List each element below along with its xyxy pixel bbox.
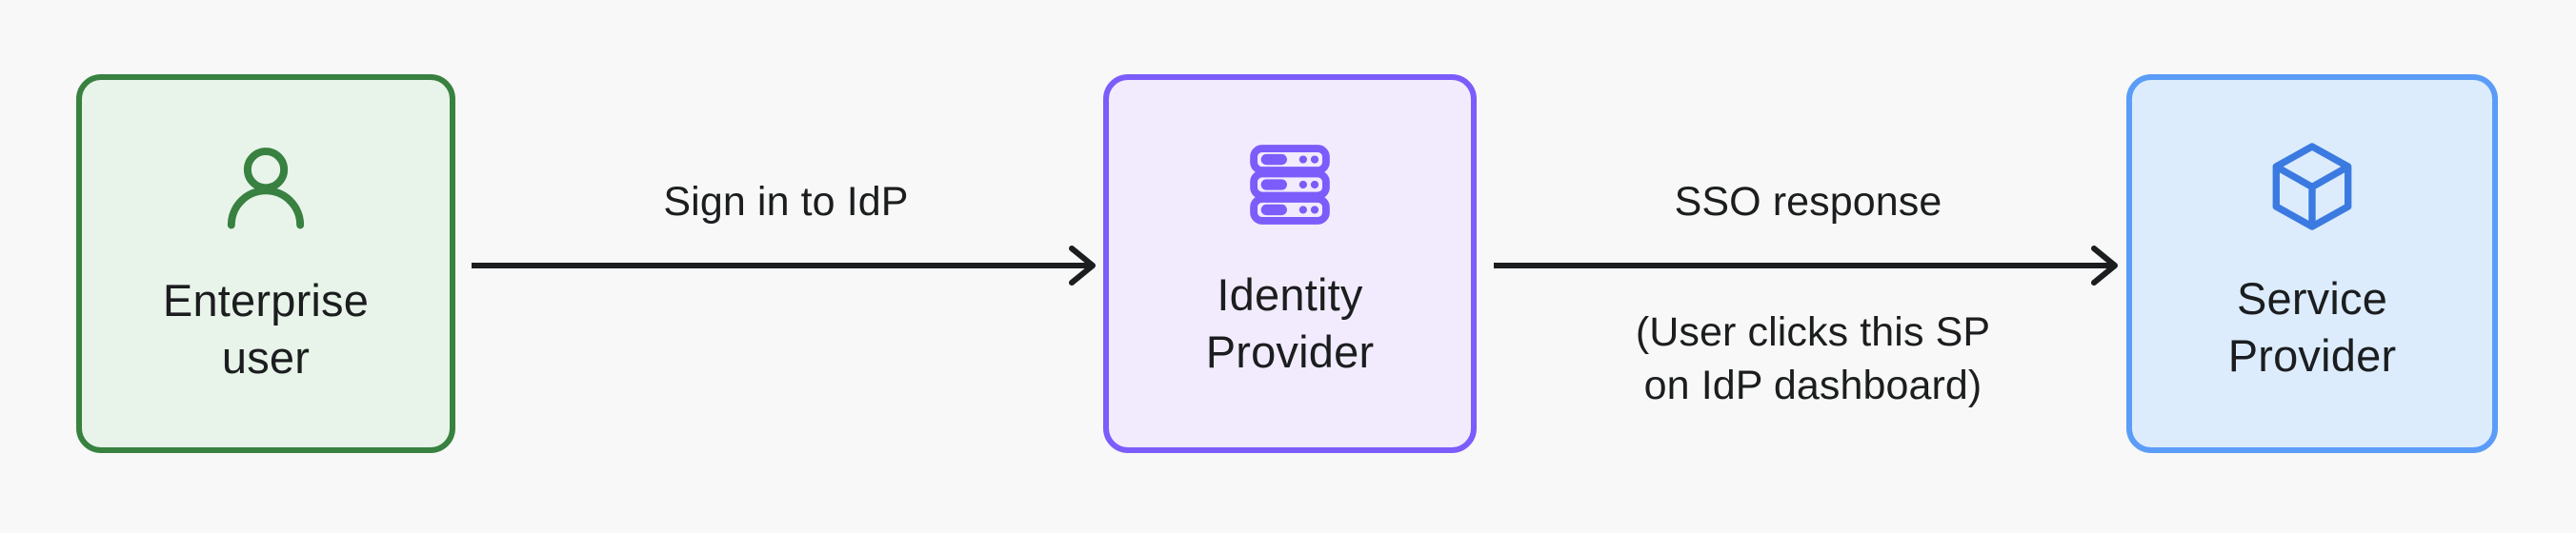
node-service-provider-label: Service Provider [2227, 273, 2397, 382]
edge-arrow-sign-in [472, 245, 1100, 286]
node-identity-provider-label: Identity Provider [1205, 269, 1375, 378]
edge-arrow-sso-response [1494, 245, 2123, 286]
node-service-provider[interactable]: Service Provider [2126, 74, 2498, 453]
server-rack-icon [1240, 135, 1339, 234]
node-enterprise-user[interactable]: Enterprise user [76, 74, 455, 453]
node-identity-provider[interactable]: Identity Provider [1103, 74, 1477, 453]
edge-note-user-clicks-sp: (User clicks this SP on IdP dashboard) [1635, 309, 1991, 408]
user-icon [212, 135, 319, 242]
edge-label-sso-response: SSO response [1674, 179, 1942, 225]
edge-label-sign-in-to-idp: Sign in to IdP [663, 179, 909, 225]
node-enterprise-user-label: Enterprise user [162, 275, 370, 384]
cube-icon [2263, 137, 2362, 236]
